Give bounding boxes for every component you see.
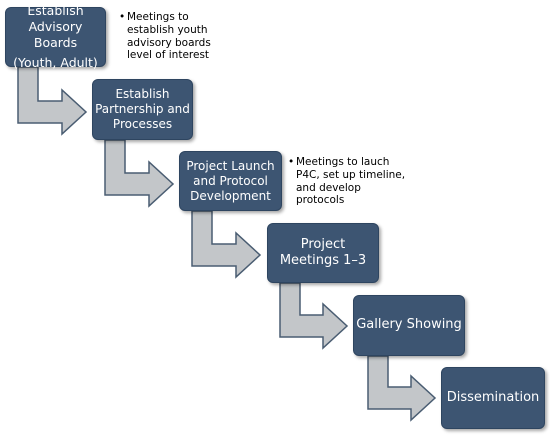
bullet-icon: •	[288, 156, 295, 168]
note-line: establish youth	[127, 23, 208, 36]
step-label: Project Launch	[186, 158, 275, 173]
note-line: Meetings to lauch	[296, 156, 390, 168]
note-advisory-boards: •Meetings to establish youth advisory bo…	[119, 11, 269, 62]
note-line: level of interest	[127, 49, 210, 62]
arrow-4-to-5	[279, 282, 349, 350]
step-label: Dissemination	[446, 389, 540, 405]
note-line: Meetings to	[127, 11, 189, 23]
step-label: and Protocol	[193, 173, 268, 188]
step-label: Meetings 1–3	[279, 253, 367, 268]
step-gallery-showing: Gallery Showing	[353, 295, 465, 356]
note-line: protocols	[296, 194, 345, 207]
arrow-2-to-3	[104, 139, 175, 208]
step-establish-advisory-boards: Establish Advisory Boards (Youth, Adult)	[5, 3, 106, 70]
step-label: Gallery Showing	[356, 317, 462, 333]
step-label: Establish	[27, 3, 84, 19]
step-label: Establish	[115, 87, 170, 101]
note-line: P4C, set up timeline,	[296, 168, 406, 181]
bullet-icon: •	[119, 11, 126, 23]
arrow-3-to-4	[191, 210, 262, 279]
arrow-5-to-6	[367, 355, 437, 422]
step-establish-partnership: Establish Partnership and Processes	[92, 79, 193, 140]
note-line: advisory boards	[127, 36, 211, 49]
step-label: Processes	[112, 117, 173, 131]
step-project-meetings: Project Meetings 1–3	[267, 223, 379, 283]
step-project-launch: Project Launch and Protocol Development	[179, 151, 282, 211]
arrow-1-to-2	[17, 66, 88, 136]
note-line: and develop	[296, 181, 361, 194]
step-dissemination: Dissemination	[441, 367, 545, 429]
step-label: Partnership and	[95, 102, 190, 116]
step-label: (Youth, Adult)	[13, 55, 98, 71]
step-label: Development	[190, 188, 271, 203]
note-project-launch: •Meetings to lauch P4C, set up timeline,…	[288, 156, 408, 207]
step-label: Project	[300, 236, 346, 252]
step-label: Advisory Boards	[28, 18, 83, 50]
